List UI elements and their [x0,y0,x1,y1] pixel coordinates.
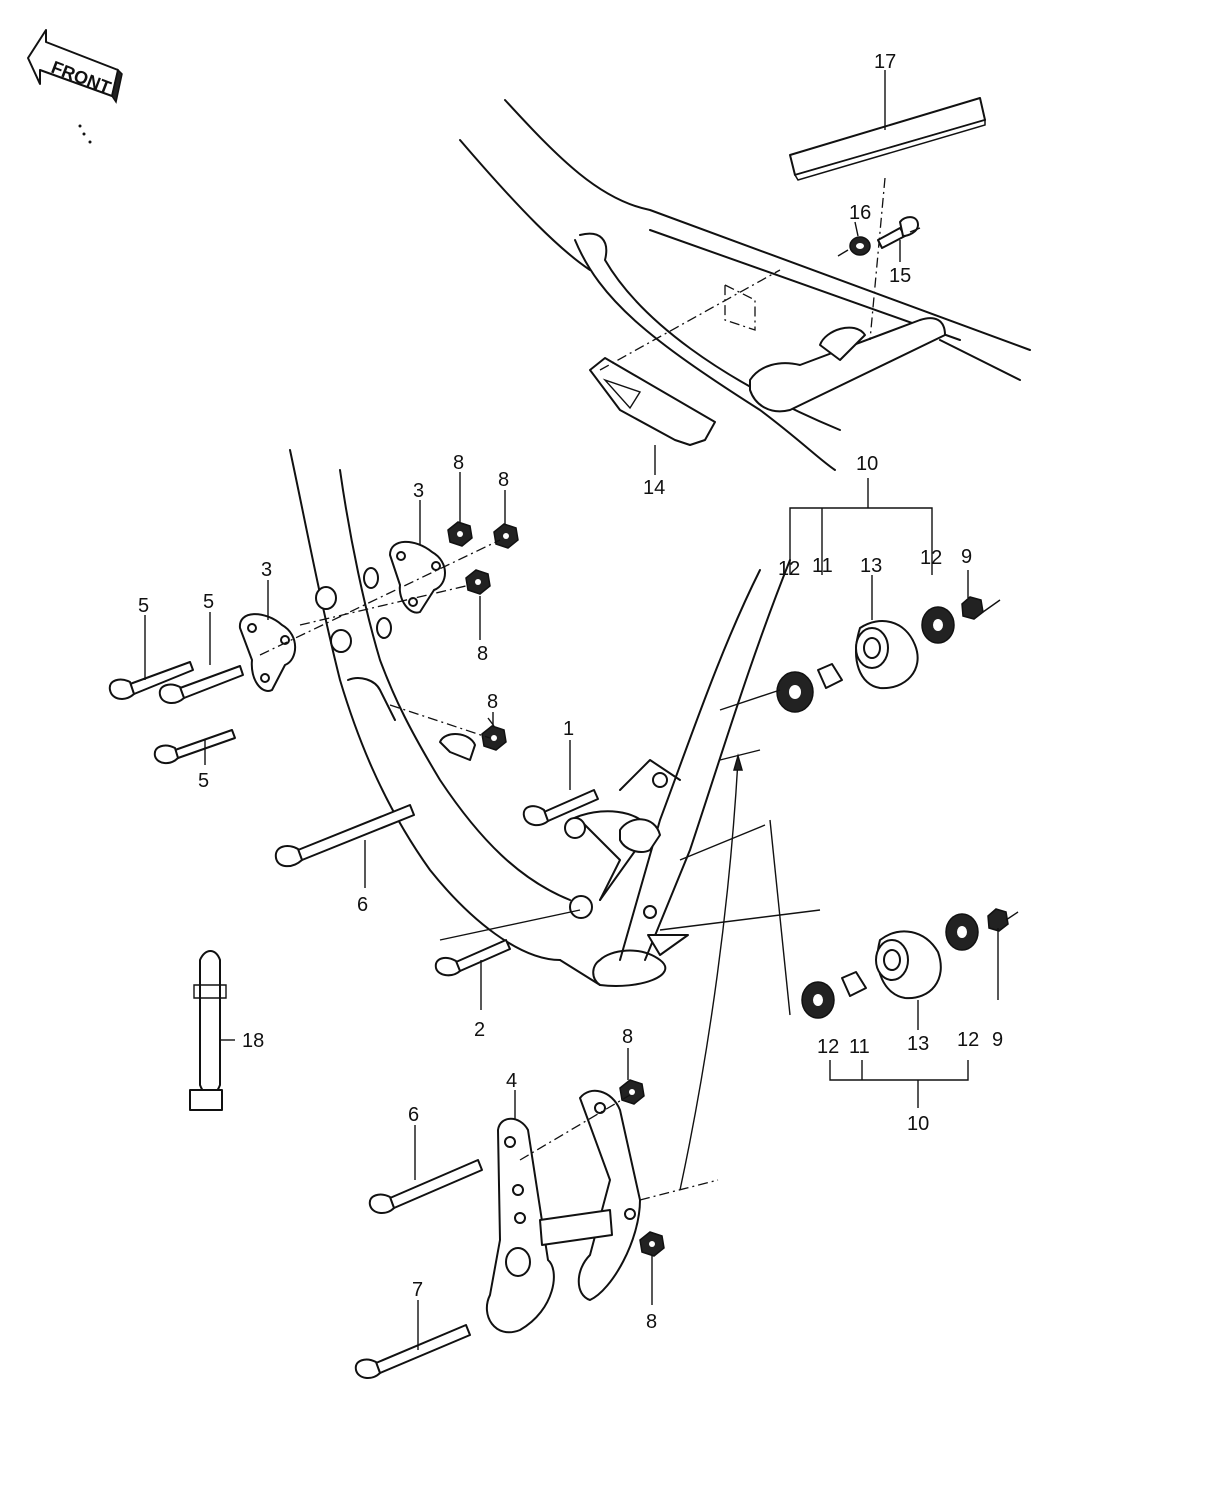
part-8-nut-1 [447,521,473,547]
callout-8-a: 8 [453,452,464,474]
frame-lower-cradle [289,449,791,987]
frame-mount-tab [619,772,689,956]
part-3-plate-right [389,540,446,614]
callout-13-upper: 13 [860,555,882,577]
part-5-bolt-lower [153,729,236,764]
callout-5-c: 5 [198,770,209,792]
callout-9-upper: 9 [961,546,972,568]
callout-3-left: 3 [261,559,272,581]
frame-engine-tab [439,733,476,761]
callout-12-lower-left: 12 [817,1036,839,1058]
callout-10-upper: 10 [856,453,878,475]
part-10-pulley-upper [776,596,984,713]
part-8-nut-3 [465,569,491,595]
callout-8-c: 8 [477,643,488,665]
part-2-bolt [434,939,511,977]
callout-8-d: 8 [487,691,498,713]
callout-17: 17 [874,51,896,73]
part-7-bolt [354,1324,471,1379]
frame-upper-rails [459,99,1031,471]
part-8-nut-5 [619,1079,645,1105]
part-6-long-bolt-upper [274,804,415,868]
callout-5-b: 5 [203,591,214,613]
part-17-rubber-pad [789,70,986,181]
part-15-bolt [877,216,919,249]
callout-leaders [144,221,999,1350]
leader-lines [259,227,1019,1201]
callout-10-lower: 10 [907,1113,929,1135]
part-16-washer [849,236,871,256]
callout-11-lower: 11 [849,1036,870,1058]
part-3-plate-left [238,613,297,692]
callout-1: 1 [563,718,574,740]
part-8-nut-2 [493,523,519,549]
callout-8-f: 8 [646,1311,657,1333]
callout-3-right: 3 [413,480,424,502]
part-10-pulley-lower [801,908,1009,1019]
callout-8-b: 8 [498,469,509,491]
part-5-bolt-middle [158,665,244,704]
callout-2: 2 [474,1019,485,1041]
callout-14: 14 [643,477,665,499]
callout-6-upper: 6 [357,894,368,916]
callout-8-e: 8 [622,1026,633,1048]
part-6-long-bolt-lower [368,1159,483,1214]
part-1-bolt [522,789,599,827]
callout-4: 4 [506,1070,517,1092]
callout-numbers: 1 2 3 3 4 5 5 5 6 6 7 8 8 8 8 8 8 9 9 10… [138,51,1003,1333]
part-14-bracket [589,269,781,475]
part-4-bracket [485,1089,641,1334]
frame-cross-tube [724,177,946,413]
callout-16: 16 [849,202,871,224]
part-18-strap [189,950,227,1111]
callout-12-upper-right: 12 [920,547,942,569]
callout-7: 7 [412,1279,423,1301]
part-5-bolt-upper [108,661,194,700]
callout-9-lower: 9 [992,1029,1003,1051]
callout-12-upper-left: 12 [778,558,800,580]
callout-18: 18 [242,1030,264,1052]
callout-15: 15 [889,265,911,287]
callout-12-lower-right: 12 [957,1029,979,1051]
callout-6-lower: 6 [408,1104,419,1126]
front-arrow-icon: FRONT [27,29,123,144]
part-8-nut-6 [639,1231,665,1257]
part-8-nut-4 [481,725,507,751]
callout-5-a: 5 [138,595,149,617]
callout-11-upper: 11 [812,555,833,577]
callout-13-lower: 13 [907,1033,929,1055]
